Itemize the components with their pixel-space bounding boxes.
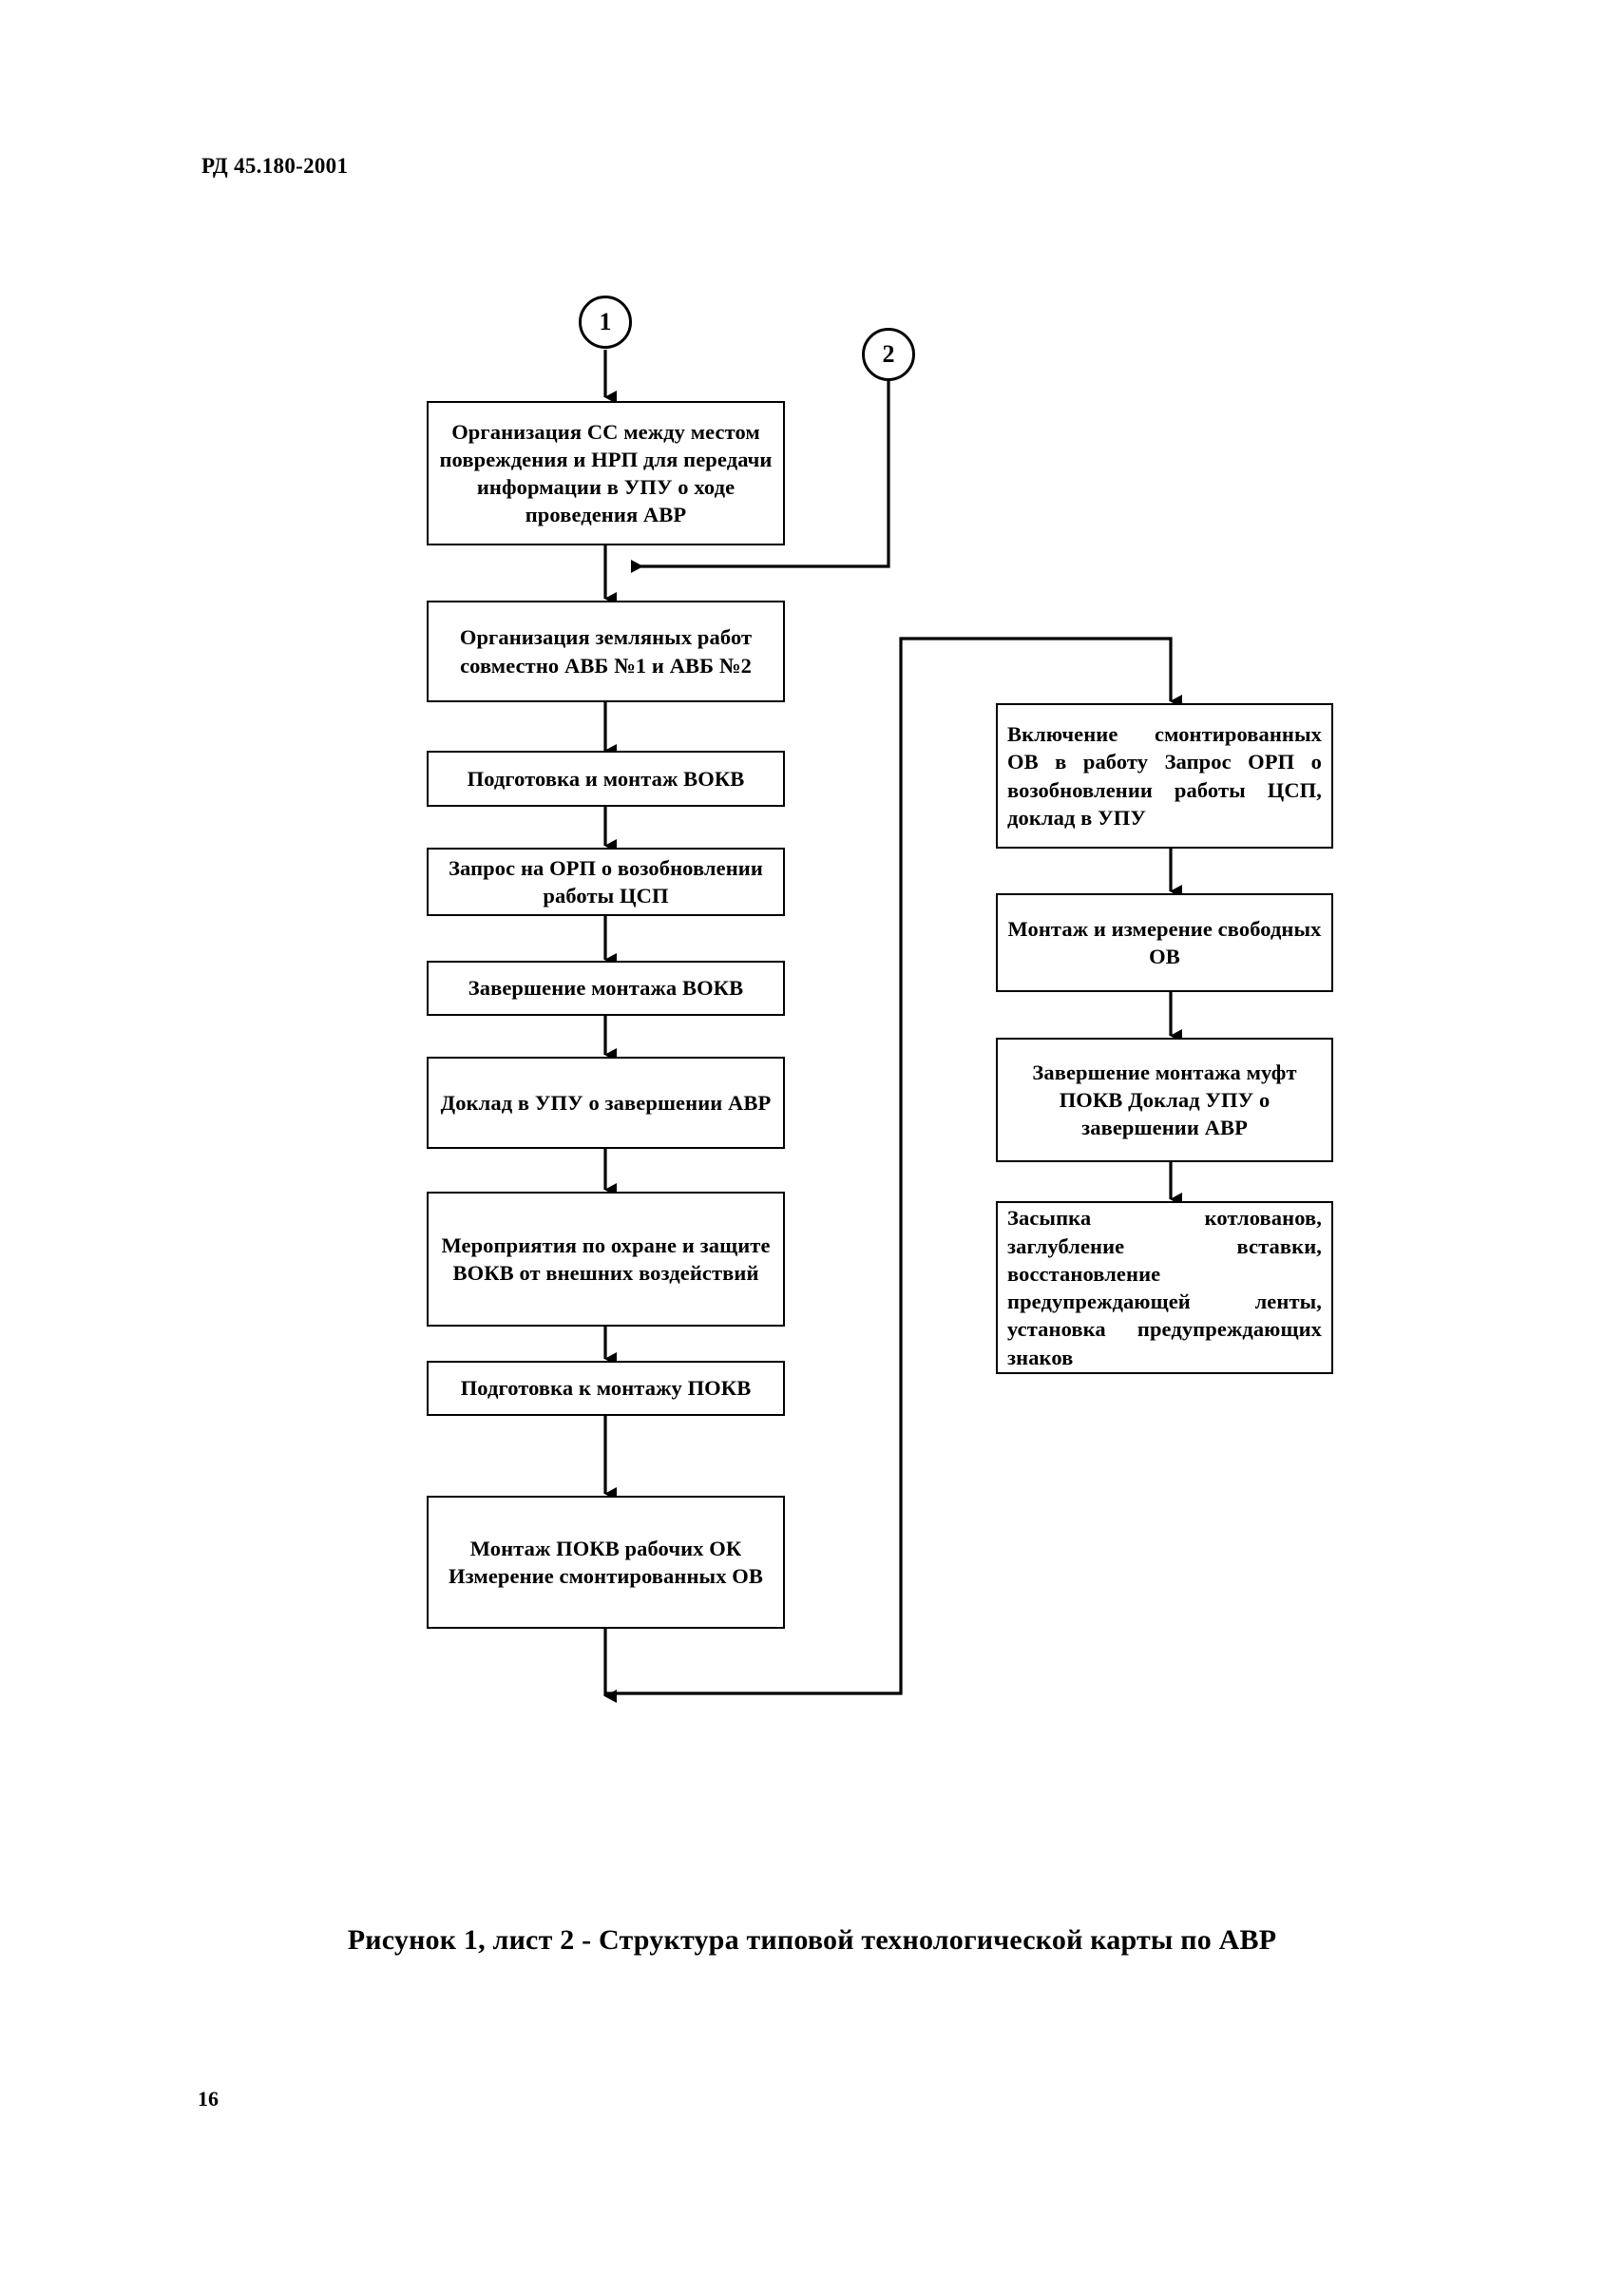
process-node-doklad-upu-label: Доклад в УПУ о завершении АВР bbox=[440, 1090, 772, 1115]
connector-circle-2[interactable]: 2 bbox=[862, 328, 915, 381]
figure-caption: Рисунок 1, лист 2 - Структура типовой те… bbox=[347, 1924, 1277, 1956]
process-node-zavershenie-montazha-vokv[interactable]: Завершение монтажа ВОКВ bbox=[427, 961, 785, 1016]
process-node-vklyuchenie-ov-label: Включение смонтированных ОВ в работу Зап… bbox=[1007, 722, 1322, 830]
process-node-meropriyatiya-ohrana[interactable]: Мероприятия по охране и защите ВОКВ от в… bbox=[427, 1192, 785, 1327]
document-header: РД 45.180-2001 bbox=[201, 154, 349, 178]
process-node-zasypka-kotlovanov[interactable]: Засыпка котлованов, заглубление вставки,… bbox=[996, 1201, 1333, 1374]
process-node-zemlyanye-raboty-label: Организация земляных работ совместно АВБ… bbox=[459, 625, 753, 678]
process-node-montazh-izmerenie-ov[interactable]: Монтаж и измерение свободных ОВ bbox=[996, 893, 1333, 992]
process-node-organizaciya-ss-label: Организация СС между местом повреждения … bbox=[439, 419, 773, 527]
process-node-montazh-pokv-ok-label: Монтаж ПОКВ рабочих ОК Измерение смонтир… bbox=[448, 1536, 763, 1588]
process-node-zavershenie-muft-pokv-label: Завершение монтажа муфт ПОКВ Доклад УПУ … bbox=[1032, 1060, 1297, 1140]
process-node-vklyuchenie-ov[interactable]: Включение смонтированных ОВ в работу Зап… bbox=[996, 703, 1333, 849]
process-node-montazh-pokv-ok[interactable]: Монтаж ПОКВ рабочих ОК Измерение смонтир… bbox=[427, 1496, 785, 1629]
connector-circle-1[interactable]: 1 bbox=[579, 296, 632, 349]
process-node-podgotovka-pokv-label: Подготовка к монтажу ПОКВ bbox=[460, 1376, 752, 1401]
process-node-montazh-izmerenie-ov-label: Монтаж и измерение свободных ОВ bbox=[1007, 916, 1322, 968]
process-node-zasypka-kotlovanov-label: Засыпка котлованов, заглубление вставки,… bbox=[1007, 1206, 1322, 1369]
edge-conn2-to-L2-link bbox=[631, 356, 890, 573]
edge-loop-back-to-R1 bbox=[605, 637, 1182, 1695]
connector-circle-1-label: 1 bbox=[599, 308, 612, 335]
process-node-zavershenie-montazha-vokv-label: Завершение монтажа ВОКВ bbox=[468, 976, 744, 1001]
connector-circle-2-label: 2 bbox=[882, 340, 895, 368]
process-node-zavershenie-muft-pokv[interactable]: Завершение монтажа муфт ПОКВ Доклад УПУ … bbox=[996, 1038, 1333, 1162]
process-node-podgotovka-montazh-vokv[interactable]: Подготовка и монтаж ВОКВ bbox=[427, 751, 785, 807]
process-node-organizaciya-ss[interactable]: Организация СС между местом повреждения … bbox=[427, 401, 785, 545]
process-node-meropriyatiya-ohrana-label: Мероприятия по охране и защите ВОКВ от в… bbox=[441, 1233, 771, 1285]
page-number: 16 bbox=[198, 2087, 219, 2111]
process-node-podgotovka-montazh-vokv-label: Подготовка и монтаж ВОКВ bbox=[467, 766, 745, 791]
process-node-zapros-orp[interactable]: Запрос на ОРП о возобновлении работы ЦСП bbox=[427, 848, 785, 916]
process-node-zapros-orp-label: Запрос на ОРП о возобновлении работы ЦСП bbox=[449, 855, 763, 908]
process-node-podgotovka-pokv[interactable]: Подготовка к монтажу ПОКВ bbox=[427, 1361, 785, 1416]
process-node-zemlyanye-raboty[interactable]: Организация земляных работ совместно АВБ… bbox=[427, 601, 785, 702]
process-node-doklad-upu[interactable]: Доклад в УПУ о завершении АВР bbox=[427, 1057, 785, 1149]
